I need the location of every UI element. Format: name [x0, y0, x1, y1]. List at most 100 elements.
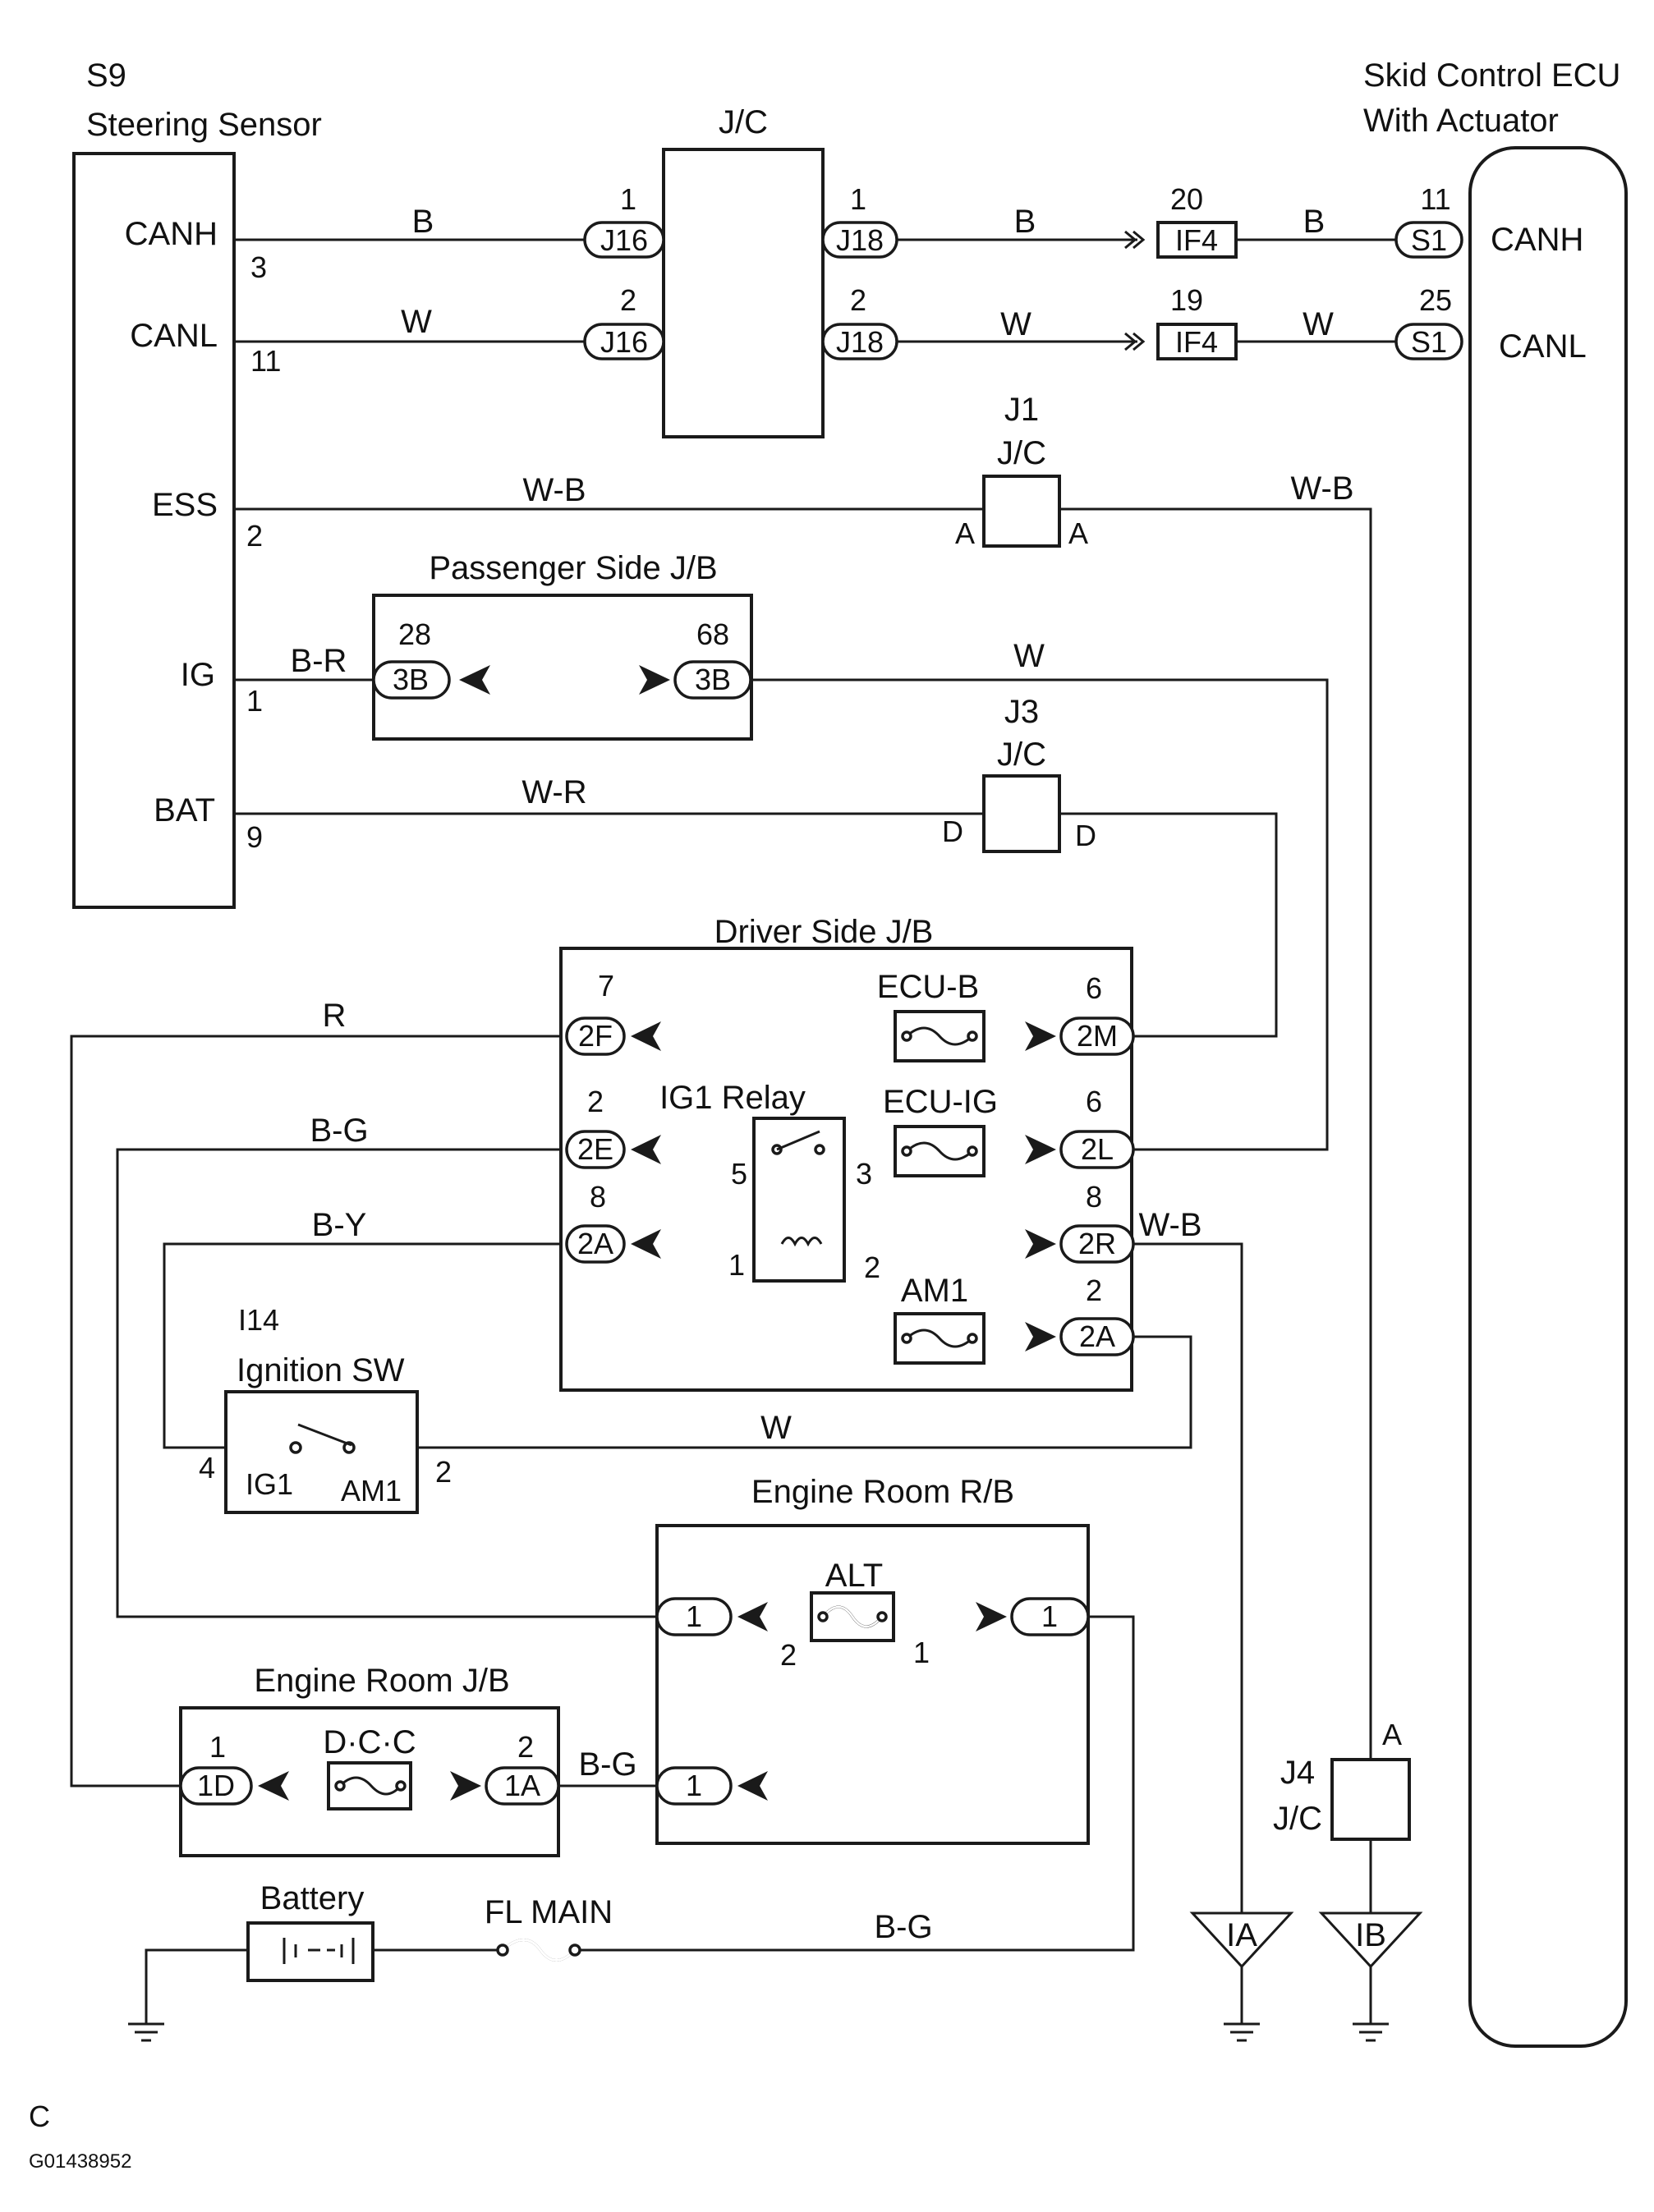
- ign-contact: [289, 1441, 302, 1454]
- battery-label: Battery: [260, 1880, 365, 1916]
- fl-main-label: FL MAIN: [485, 1894, 613, 1930]
- fuse-terminal: [901, 1030, 912, 1042]
- fuse-terminal: [967, 1145, 978, 1157]
- fl-main-terminal: [496, 1944, 509, 1957]
- erb-label: Engine Room R/B: [751, 1474, 1014, 1510]
- steering-sensor-box: [72, 152, 236, 909]
- connector-2r: [1059, 1224, 1135, 1264]
- fuse-terminal: [901, 1333, 912, 1344]
- j3-pin: D: [942, 815, 963, 848]
- ecu-pin-label: CANL: [1499, 328, 1587, 365]
- fuse-label: AM1: [901, 1273, 968, 1309]
- fuse-label: ECU-IG: [883, 1084, 998, 1120]
- pin-number: 2: [620, 283, 636, 317]
- connector-label: 1: [686, 1769, 702, 1802]
- connector-arrow: [737, 1771, 768, 1801]
- connector-j18: [821, 221, 898, 259]
- jc-box: [662, 148, 825, 438]
- j4-label: J/C: [1273, 1801, 1322, 1837]
- connector-label: J18: [836, 223, 884, 257]
- wire-battery: [145, 1948, 503, 2024]
- steering-sensor: S9 Steering Sensor CANH 3 CANL 11 ESS 2 …: [72, 57, 322, 909]
- connector-arrow: [450, 1771, 481, 1801]
- relay-contact: [814, 1144, 825, 1155]
- ground-label: IA: [1226, 1917, 1257, 1953]
- wire-color: W: [1013, 638, 1045, 674]
- junction-connector-main: J/C 1 J16 2 J16 1 J18 2 J18: [583, 104, 898, 438]
- connector-2a: [565, 1224, 626, 1264]
- fuse-element-inner: [822, 1605, 883, 1628]
- connector-arrow: [459, 665, 490, 695]
- connector-arrow: [1124, 332, 1146, 351]
- wire-color: B-G: [874, 1909, 932, 1945]
- connector-arrow: [631, 1135, 661, 1164]
- connector-2m: [1059, 1017, 1135, 1056]
- connector-arrow: [976, 1602, 1007, 1631]
- ecu-name-line2: With Actuator: [1363, 103, 1559, 139]
- j3-code: J3: [1004, 694, 1039, 730]
- wire-color: B: [1014, 204, 1036, 240]
- connector-arrow: [1025, 1322, 1056, 1352]
- connector-label: 1: [1041, 1599, 1058, 1633]
- connector-arrow: [639, 665, 670, 695]
- pin-number: 2: [780, 1638, 797, 1672]
- pin-label: BAT: [154, 792, 215, 828]
- ign-switch: [297, 1423, 352, 1447]
- wire-ess: [234, 507, 1372, 1760]
- pin-number: 2: [517, 1730, 534, 1764]
- connector-2f: [565, 1017, 626, 1056]
- j1-code: J1: [1004, 392, 1039, 428]
- connector-label: 1: [686, 1599, 702, 1633]
- wire-wb-2r: [1133, 1242, 1243, 1913]
- pin-number: 7: [598, 969, 614, 1003]
- djb-box: [559, 947, 1133, 1392]
- wire-color: B-G: [310, 1113, 368, 1149]
- pin-number: 3: [250, 250, 267, 284]
- pin-number: 4: [199, 1451, 215, 1485]
- fuse-terminal: [395, 1780, 407, 1792]
- ign-terminal: IG1: [246, 1467, 293, 1501]
- wire-color: W-B: [522, 472, 586, 508]
- connector-label: J18: [836, 325, 884, 359]
- pin-number: 2: [246, 519, 263, 553]
- pin-number: 19: [1170, 283, 1203, 317]
- pin-number: 2: [850, 283, 866, 317]
- ecu-pin-number: 11: [1420, 182, 1450, 216]
- wire-bat: [234, 812, 1278, 1038]
- wire-color-labels: B W B W B W W-B W-B B-R W W-R R B-G B-Y …: [291, 204, 1354, 1945]
- connector-label: 2L: [1081, 1132, 1114, 1166]
- pin-number: 8: [1086, 1180, 1102, 1214]
- wire-color: R: [323, 998, 347, 1034]
- fuse-terminal: [817, 1611, 829, 1622]
- relay-label: IG1 Relay: [659, 1080, 806, 1116]
- ground-symbol: [1353, 2022, 1389, 2042]
- fl-main-terminal: [568, 1944, 581, 1957]
- wire-color: B: [1303, 204, 1325, 240]
- battery-section: Battery FL MAIN: [246, 1880, 613, 1982]
- connector-arrow: [1025, 1229, 1056, 1259]
- fuse-label: ECU-B: [877, 969, 979, 1005]
- connector-arrow: [1124, 230, 1146, 250]
- wire-color: W: [760, 1410, 792, 1446]
- connector-arrow: [258, 1771, 289, 1801]
- ig1-relay: [752, 1117, 846, 1283]
- connector-1: [1010, 1597, 1090, 1636]
- relay-switch: [776, 1130, 820, 1151]
- j1-pin: A: [955, 516, 975, 550]
- pin-number: 68: [696, 617, 729, 651]
- pin-number: 11: [250, 344, 281, 378]
- wire-color: B-R: [291, 643, 347, 679]
- connector-arrow: [631, 1229, 661, 1259]
- connector-label: 3B: [393, 663, 429, 696]
- wire-color: B-Y: [312, 1207, 367, 1243]
- ground-ia: [1189, 1911, 1294, 1969]
- j4-pin: A: [1382, 1718, 1402, 1751]
- pin-number: 6: [1086, 971, 1102, 1005]
- j4-code: J4: [1280, 1755, 1315, 1791]
- pin-number: 1: [246, 684, 263, 718]
- footer-letter: C: [29, 2100, 50, 2133]
- connector-label: 1A: [504, 1769, 540, 1802]
- pin-number: 2: [1086, 1274, 1102, 1307]
- j4-box: [1330, 1758, 1411, 1841]
